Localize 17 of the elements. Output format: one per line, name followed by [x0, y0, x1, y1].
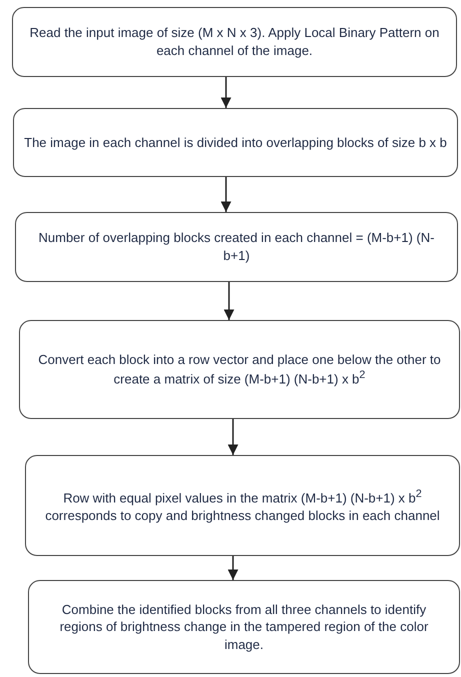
arrow [220, 77, 232, 108]
step-text: Combine the identified blocks from all three channels to identify regions of brightness change in the tampered region of the color image. [58, 600, 430, 654]
process-box [25, 455, 460, 556]
process-box [12, 7, 457, 77]
arrow [228, 556, 238, 580]
process-box [28, 580, 460, 674]
process-box [19, 320, 460, 419]
process-box [15, 212, 458, 282]
process-box [13, 108, 458, 177]
step-text: Row with equal pixel values in the matrix (M-b+1) (N-b+1) x b$^{2}$ corresponds to copy and brightness changed blocks in each channel [44, 486, 441, 524]
arrow [220, 177, 232, 212]
step-text: Convert each block into a row vector and place one below the other to create a matrix of size (M-b+1) (N-b+1) x b$^{2}$ [37, 350, 442, 388]
step-text: Number of overlapping blocks created in each channel = (M-b+1) (N-b+1) [38, 229, 436, 265]
step-text: Read the input image of size (M x N x 3). Apply Local Binary Pattern on each channel of the image. [28, 24, 440, 60]
step-text: The image in each channel is divided into overlapping blocks of size b x b [24, 134, 447, 152]
arrow [224, 282, 234, 320]
arrow [228, 419, 238, 455]
